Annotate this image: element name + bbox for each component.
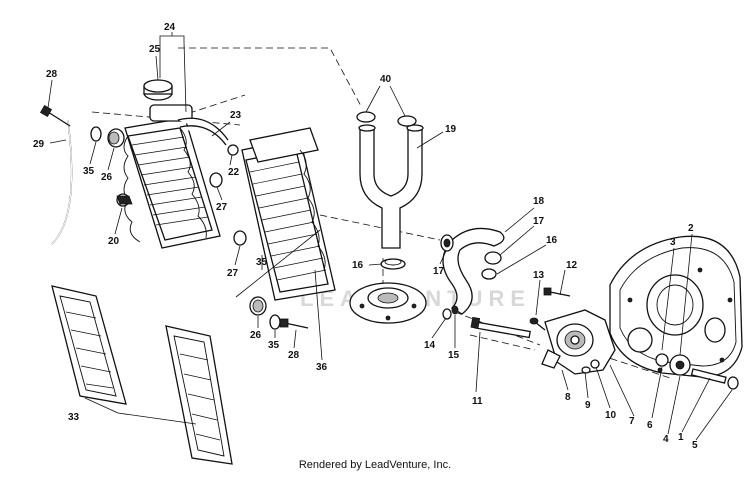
callout-7: 7 (629, 416, 635, 427)
callout-36: 36 (316, 362, 328, 373)
leader-lines (47, 32, 733, 441)
grommets-and-washers (90, 126, 281, 330)
right-radiator-fins (249, 161, 327, 281)
callout-15: 15 (448, 350, 460, 361)
callout-22: 22 (228, 167, 240, 178)
callout-35-mid: 35 (256, 257, 268, 268)
callout-14: 14 (424, 340, 436, 351)
callout-8: 8 (565, 392, 571, 403)
bolt-14-15 (442, 305, 459, 320)
right-radiator (241, 127, 336, 301)
callout-20: 20 (108, 236, 120, 247)
callout-33: 33 (68, 412, 80, 423)
callout-16-center: 16 (352, 260, 364, 271)
callout-26-lower: 26 (250, 330, 262, 341)
hose-clamps-right (440, 234, 502, 280)
y-hose (358, 124, 424, 249)
callout-35-lower: 35 (268, 340, 280, 351)
radiator-guard-right (165, 325, 233, 465)
callout-19: 19 (445, 124, 457, 135)
hose-clamps-40 (356, 111, 417, 127)
callout-18: 18 (533, 196, 545, 207)
callout-26-upper: 26 (101, 172, 113, 183)
left-radiator-fins (131, 136, 209, 226)
callout-17-left: 17 (433, 266, 445, 277)
water-pump-housing (541, 309, 616, 375)
callout-11: 11 (472, 396, 483, 407)
callout-17-right: 17 (533, 216, 545, 227)
callout-27-lower: 27 (227, 268, 239, 279)
callout-4: 4 (663, 434, 669, 445)
callout-9: 9 (585, 400, 591, 411)
radiator-cap (143, 79, 173, 101)
footer-credit: Rendered by LeadVenture, Inc. (298, 459, 452, 471)
callout-1: 1 (678, 432, 684, 443)
callout-35-upper: 35 (83, 166, 95, 177)
pump-shaft (690, 368, 739, 390)
bolt-28-upper (39, 104, 71, 127)
callout-40: 40 (380, 74, 392, 85)
callout-28-lower: 28 (288, 350, 300, 361)
callout-28-upper: 28 (46, 69, 58, 80)
bolt-12 (543, 287, 571, 297)
callout-24: 24 (164, 22, 176, 33)
bolt-28-lower (279, 318, 309, 329)
callout-5: 5 (692, 440, 698, 451)
elbow-hose (442, 227, 505, 315)
pump-gears (655, 353, 691, 376)
callout-23: 23 (230, 110, 242, 121)
callout-13: 13 (533, 270, 545, 281)
radiator-guard-left (51, 285, 127, 405)
callout-12: 12 (566, 260, 578, 271)
callout-29: 29 (33, 139, 45, 150)
callout-25: 25 (149, 44, 161, 55)
engine-crankcase (609, 235, 743, 378)
bolt-13 (529, 317, 546, 331)
callout-labels: 24 25 28 29 35 26 20 23 22 27 27 35 26 3… (33, 22, 698, 451)
overflow-hose (51, 119, 73, 245)
callout-6: 6 (647, 420, 653, 431)
left-radiator (123, 104, 229, 249)
long-bolt-11 (470, 316, 531, 339)
callout-16-right: 16 (546, 235, 558, 246)
hose-clamp-16-center (380, 258, 406, 270)
water-pump-cover (349, 282, 427, 324)
callout-3: 3 (670, 237, 676, 248)
callout-2: 2 (688, 223, 694, 234)
callout-10: 10 (605, 410, 617, 421)
callout-27-upper: 27 (216, 202, 228, 213)
